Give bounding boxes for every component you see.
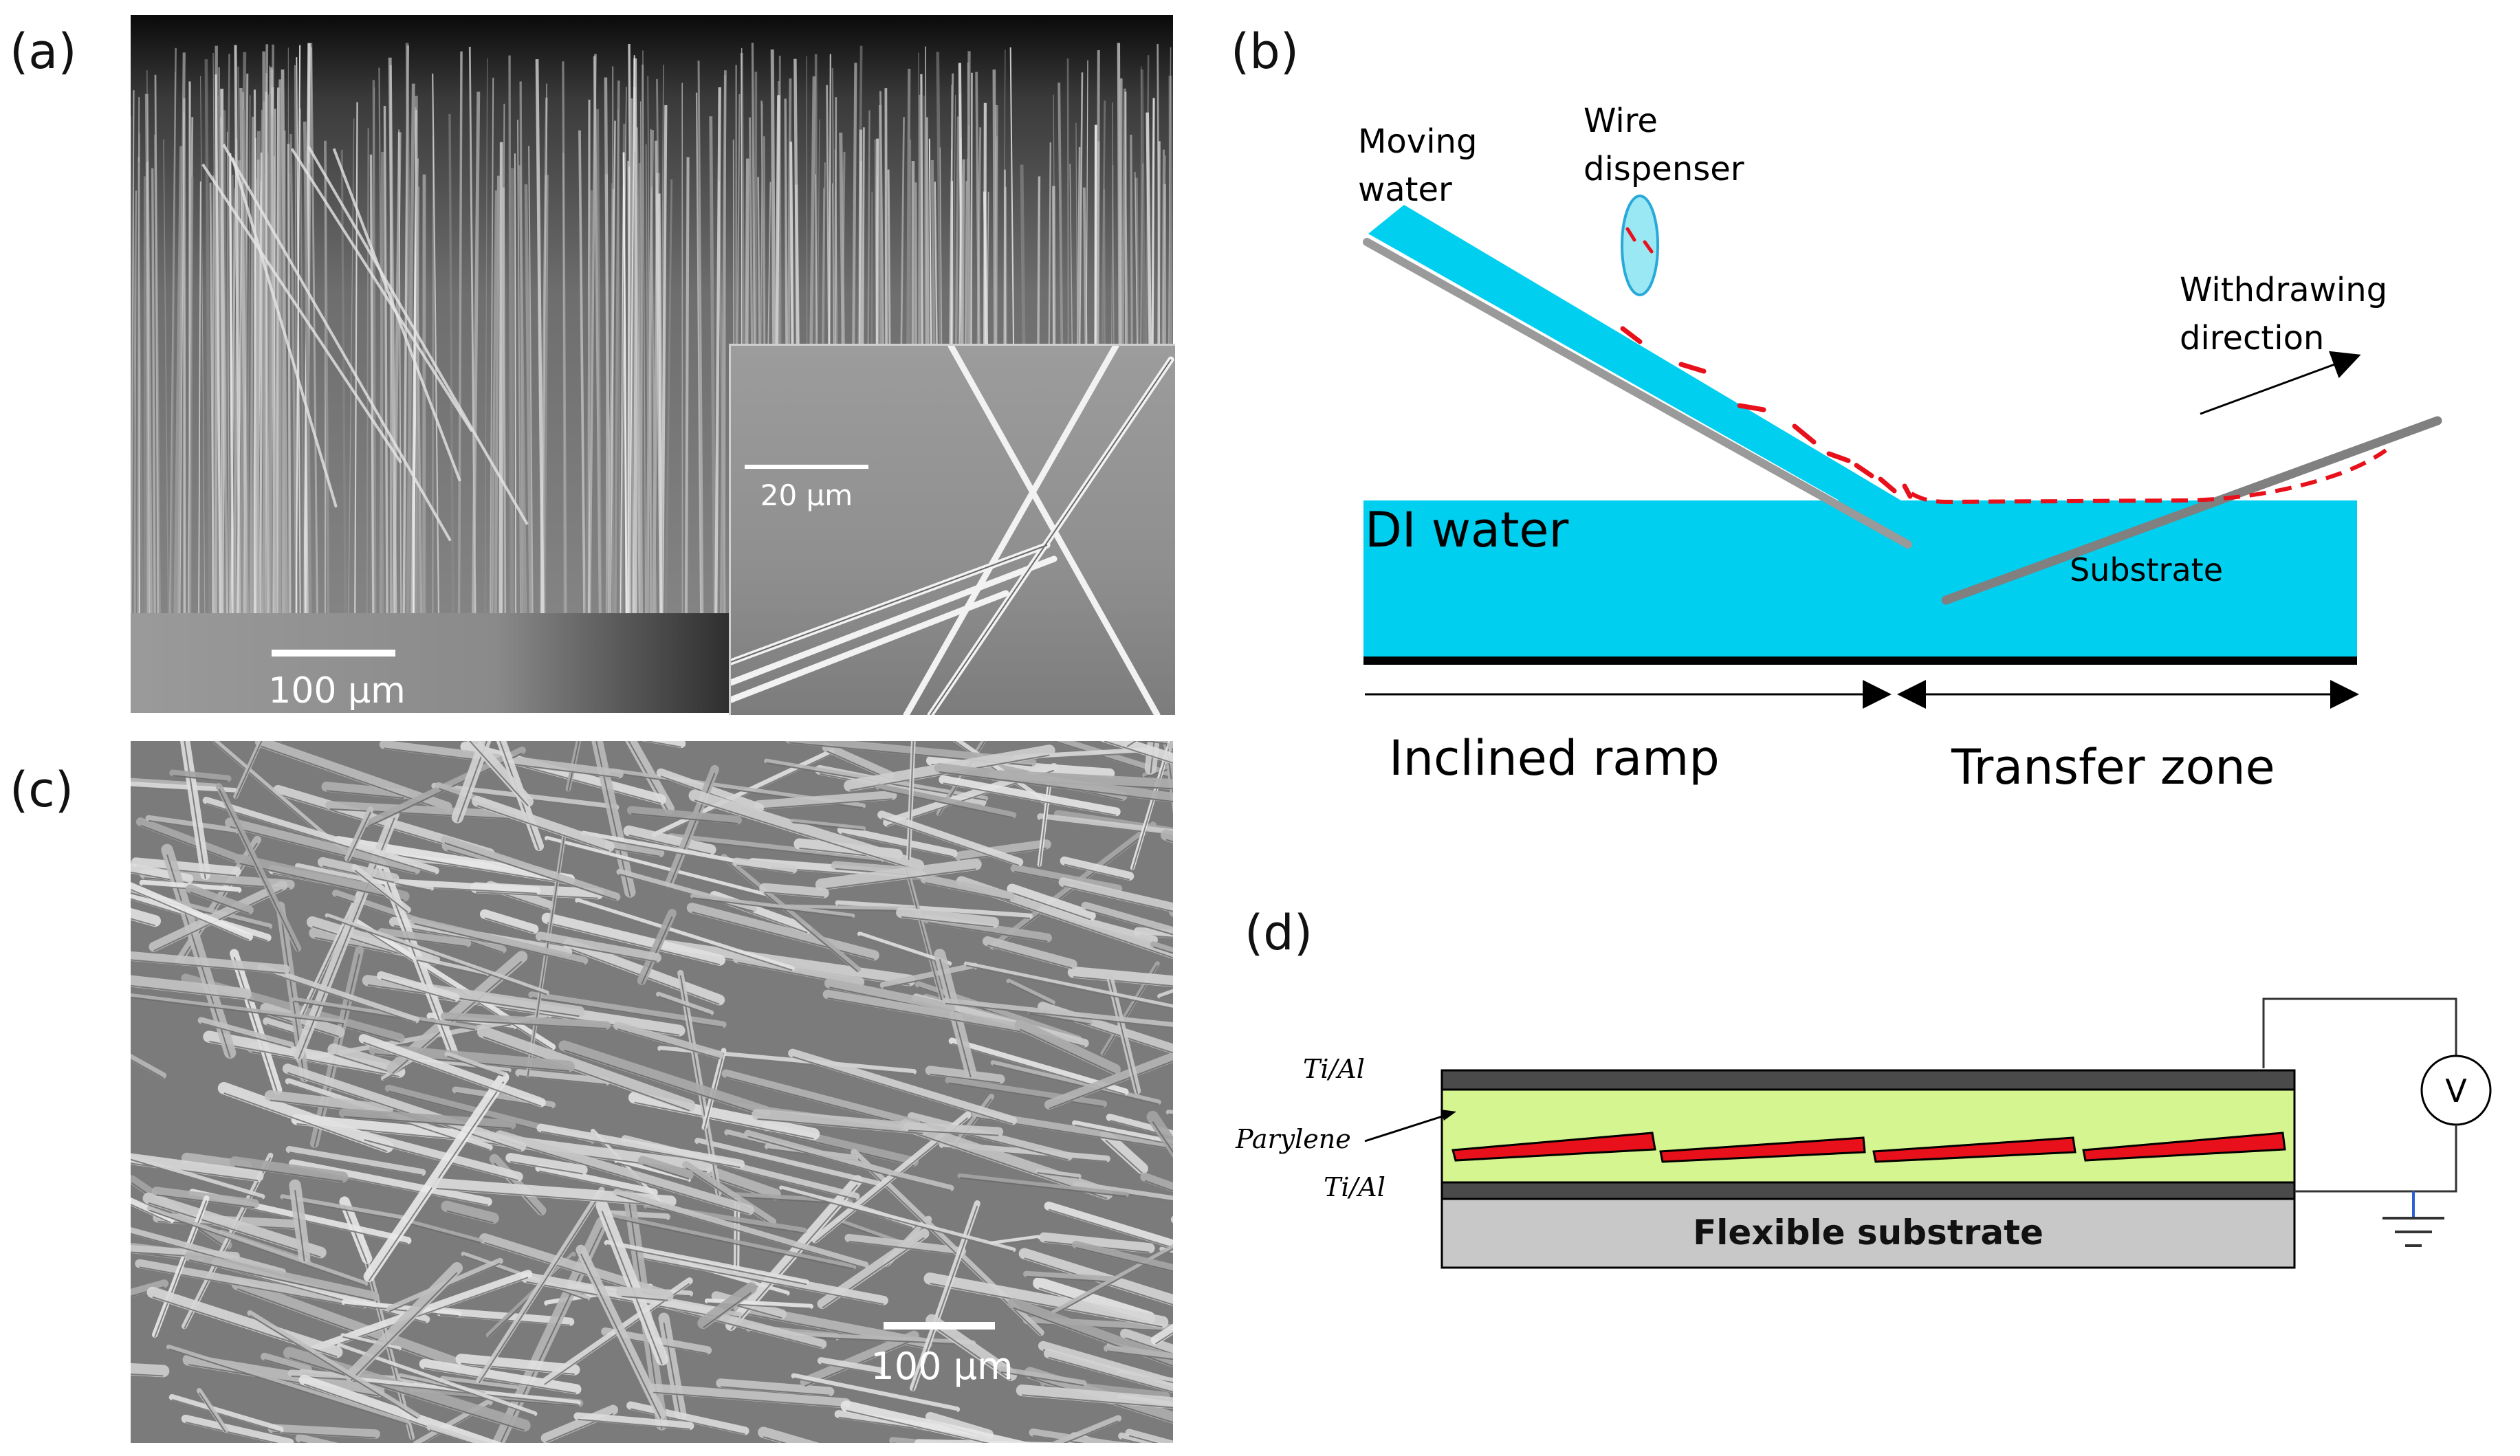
label-substrate: Substrate <box>2070 551 2223 588</box>
label-ti-al-top: Ti/Al <box>1303 1054 1365 1084</box>
panel-d-label: (d) <box>1245 905 1313 961</box>
bath-floor <box>1363 657 2357 665</box>
ti-al-bottom-electrode <box>1440 1181 2296 1200</box>
embedded-wires <box>1451 1132 2286 1163</box>
label-dispenser: dispenser <box>1584 150 1744 188</box>
label-moving: Moving <box>1358 122 1477 161</box>
ti-al-top-electrode <box>1440 1069 2296 1091</box>
label-water: water <box>1358 170 1452 209</box>
voltmeter-label: V <box>2445 1072 2467 1110</box>
panel-b-label: (b) <box>1231 23 1300 80</box>
label-inclined-ramp: Inclined ramp <box>1389 730 1720 786</box>
label-withdrawing: Withdrawing <box>2180 271 2387 309</box>
wire-trail <box>1910 448 2387 505</box>
wire-dispenser <box>1621 195 1659 296</box>
moving-water-stream <box>1368 205 1915 538</box>
label-di-water: DI water <box>1365 502 1568 558</box>
label-flexible-substrate: Flexible substrate <box>1693 1213 2044 1253</box>
inclined-ramp <box>1363 238 1912 549</box>
circuit-wire-top <box>2262 997 2457 1068</box>
substrate-plate <box>1941 416 2442 605</box>
scale-bar-inset <box>745 465 868 469</box>
scale-label-a: 100 μm <box>268 670 406 712</box>
parylene-pointer <box>1364 1112 1451 1143</box>
label-transfer-zone: Transfer zone <box>1951 739 2275 795</box>
parylene-layer <box>1440 1088 2296 1184</box>
floating-wires <box>1620 326 1913 499</box>
label-parylene: Parylene <box>1235 1124 1351 1154</box>
label-direction: direction <box>2180 319 2324 357</box>
flexible-substrate <box>1440 1198 2296 1269</box>
scale-bar-a <box>272 650 395 657</box>
sem-inset-crossed-wires: 20 μm <box>729 344 1175 715</box>
scale-label-inset: 20 μm <box>760 478 853 512</box>
withdrawing-arrow <box>2200 351 2361 415</box>
device-schematic: V Ti/Al Parylene Ti/Al Flexible substrat… <box>1235 997 2492 1269</box>
panel-c-label: (c) <box>10 762 74 818</box>
parylene-pointer-head <box>1440 1110 1456 1121</box>
di-water-bath <box>1363 500 2357 660</box>
scale-label-c: 100 μm <box>870 1345 1013 1388</box>
label-ti-al-bottom: Ti/Al <box>1324 1172 1385 1202</box>
panel-a-label: (a) <box>10 23 77 80</box>
transfer-setup-diagram: Moving water Wire dispenser Withdrawing … <box>1358 102 2442 795</box>
sem-image-transferred-wires: 100 μm <box>131 741 1173 1443</box>
scale-bar-c <box>884 1322 995 1330</box>
label-wire: Wire <box>1584 102 1658 140</box>
circuit-wire-bottom <box>2294 1125 2457 1193</box>
ground-icon <box>2382 1217 2444 1247</box>
